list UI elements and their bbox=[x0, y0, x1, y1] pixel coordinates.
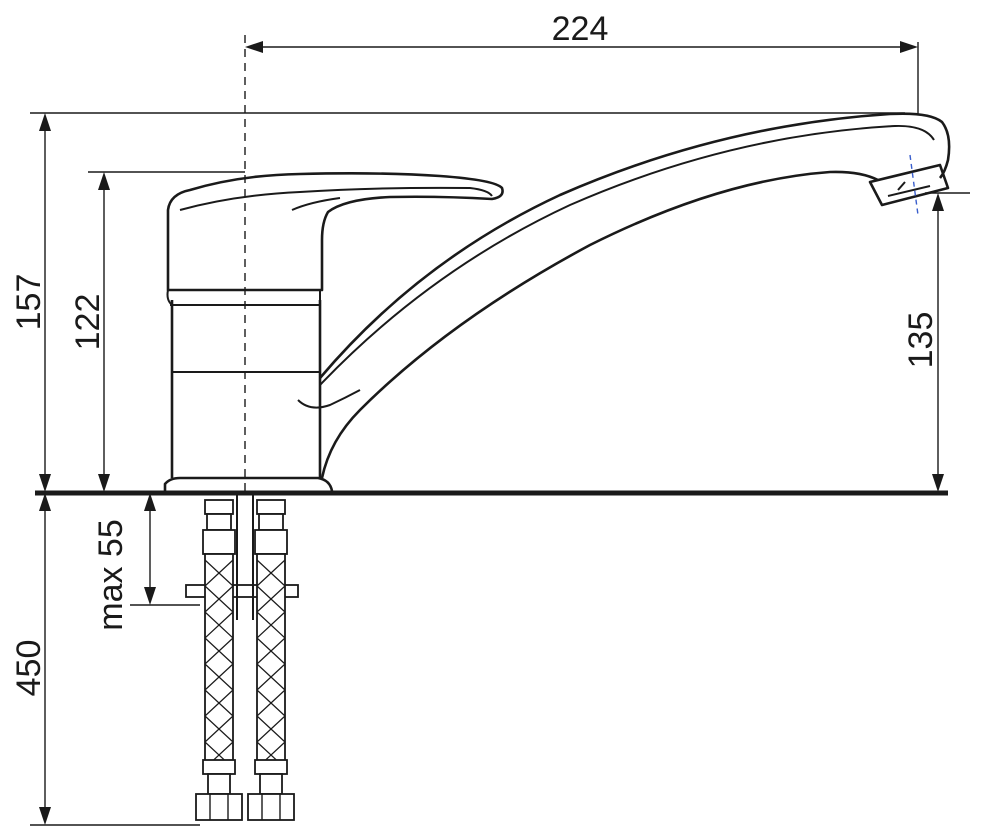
dim-handle-height: 122 bbox=[69, 172, 110, 492]
faucet-body bbox=[163, 289, 334, 492]
dim-spout-reach-label: 224 bbox=[552, 10, 609, 48]
dim-hose-length-label: 450 bbox=[10, 640, 48, 697]
dim-hose-length: 450 bbox=[10, 493, 51, 825]
dim-max-counter-thickness-label: max 55 bbox=[92, 519, 130, 631]
dim-max-counter-thickness: max 55 bbox=[92, 493, 156, 631]
faucet-spout bbox=[297, 112, 951, 479]
supply-hoses bbox=[30, 495, 299, 826]
dim-total-height-label: 157 bbox=[10, 274, 48, 331]
dim-handle-height-label: 122 bbox=[69, 294, 107, 351]
faucet-handle bbox=[166, 172, 504, 292]
dim-total-height: 157 bbox=[10, 113, 51, 492]
dim-spout-outlet-height-label: 135 bbox=[902, 312, 940, 369]
extension-lines bbox=[30, 42, 970, 606]
hose-right bbox=[247, 499, 295, 821]
hose-left bbox=[195, 499, 243, 821]
dim-spout-outlet-height: 135 bbox=[902, 193, 944, 492]
dim-spout-reach: 224 bbox=[245, 10, 918, 53]
